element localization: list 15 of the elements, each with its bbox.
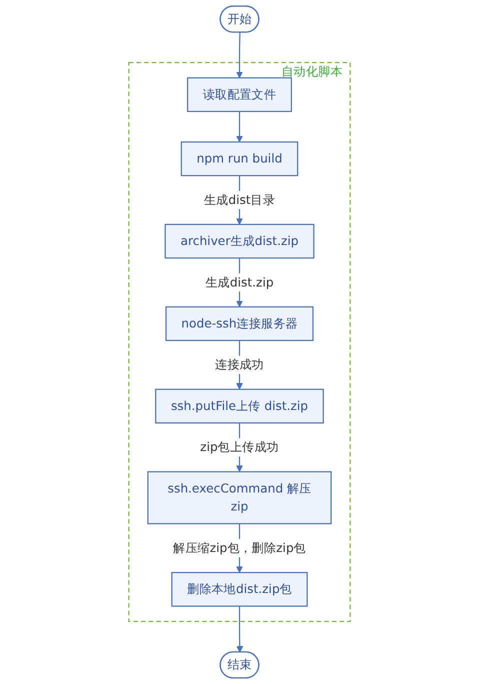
edge-label: zip包上传成功: [200, 440, 279, 454]
node-box: archiver生成dist.zip: [164, 224, 314, 259]
edge-label: 生成dist目录: [204, 192, 276, 207]
arrow: [236, 32, 243, 78]
node-box: npm run build: [180, 141, 298, 176]
node-box: ssh.execCommand 解压zip: [147, 471, 332, 524]
node-box: 读取配置文件: [187, 77, 292, 112]
arrow: [236, 606, 244, 653]
edge-label: 生成dist.zip: [205, 274, 274, 290]
edge-label: 解压缩zip包，删除zip包: [173, 540, 306, 555]
node-box: node-ssh连接服务器: [165, 306, 314, 342]
node-box: ssh.putFile上传 dist.zip: [155, 388, 324, 424]
edge-label: 连接成功: [215, 357, 264, 372]
arrow: [236, 111, 243, 142]
node-box: 删除本地dist.zip包: [171, 572, 308, 607]
